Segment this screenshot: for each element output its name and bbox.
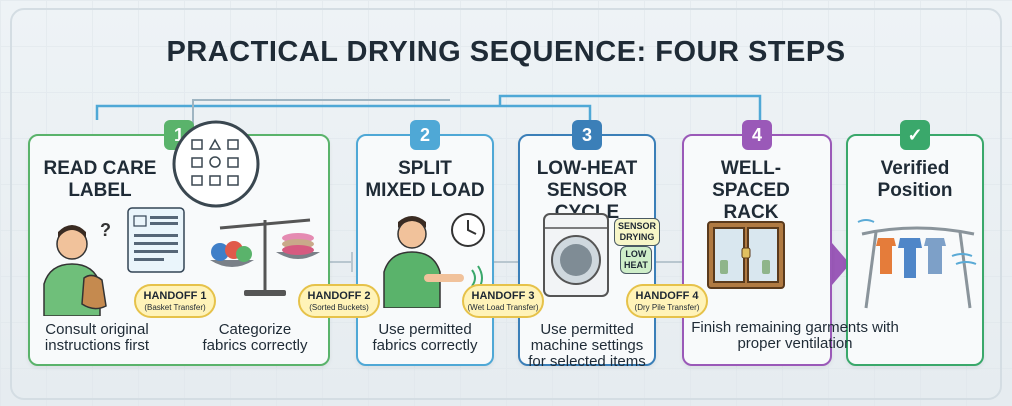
step-card-2: 2 SPLIT MIXED LOAD Use permitted fabrics… bbox=[356, 120, 494, 366]
wooden-cabinet-icon bbox=[707, 221, 785, 289]
handoff-3-label: HANDOFF 3 bbox=[471, 290, 535, 302]
step-desc-3-line2: machine settings bbox=[530, 337, 644, 354]
person-reading-label-icon: ? bbox=[43, 220, 111, 316]
step-heading-3-line1: LOW-HEAT bbox=[536, 158, 638, 179]
diagram-title: PRACTICAL DRYING SEQUENCE: FOUR STEPS bbox=[166, 36, 846, 68]
low-heat-chip-line2: HEAT bbox=[624, 260, 648, 270]
step-desc-4-line1: Finish remaining garments with bbox=[691, 319, 899, 336]
categorize-desc-line2: fabrics correctly bbox=[202, 337, 308, 354]
handoff-badge-1: HANDOFF 1 (Basket Transfer) bbox=[134, 284, 216, 318]
person-with-clock-icon bbox=[383, 213, 485, 308]
background-frame bbox=[10, 8, 1002, 400]
step-card-verified: ✓ Verified Position bbox=[846, 120, 984, 366]
handoff-3-sub: (Wet Load Transfer) bbox=[467, 303, 539, 312]
low-heat-chip-line1: LOW bbox=[625, 249, 647, 259]
handoff-badge-4: HANDOFF 4 (Dry Pile Transfer) bbox=[626, 284, 708, 318]
care-tag-icon bbox=[127, 207, 185, 273]
step-heading-1-line2: LABEL bbox=[68, 180, 132, 201]
handoff-2-label: HANDOFF 2 bbox=[307, 290, 371, 302]
step-heading-verified: Verified Position bbox=[848, 158, 982, 202]
step-card-4: 4 WELL-SPACED RACK bbox=[682, 120, 832, 366]
categorize-desc-line1: Categorize bbox=[218, 321, 292, 338]
step-desc-4-line2: proper ventilation bbox=[737, 335, 853, 352]
step-desc-2: Use permitted fabrics correctly bbox=[358, 322, 492, 354]
step-desc-3-line1: Use permitted bbox=[540, 321, 634, 338]
step-desc-1-line1: Consult original bbox=[45, 321, 149, 338]
step-desc-2-line1: Use permitted bbox=[378, 321, 472, 338]
handoff-4-sub: (Dry Pile Transfer) bbox=[634, 303, 700, 312]
handoff-badge-2: HANDOFF 2 (Sorted Buckets) bbox=[298, 284, 380, 318]
step-heading-2: SPLIT MIXED LOAD bbox=[358, 158, 492, 202]
step-heading-verified-line2: Position bbox=[877, 180, 953, 201]
step-heading-verified-line1: Verified bbox=[880, 158, 950, 179]
step-desc-1: Consult original instructions first bbox=[22, 322, 172, 354]
step-heading-4-line1: WELL-SPACED bbox=[712, 158, 790, 201]
verified-check-icon: ✓ bbox=[900, 120, 930, 150]
step-heading-2-line1: SPLIT bbox=[398, 158, 452, 179]
svg-text:?: ? bbox=[100, 220, 111, 240]
step-heading-1: READ CARE LABEL bbox=[30, 158, 170, 202]
step-number-2: 2 bbox=[410, 120, 440, 150]
handoff-1-sub: (Basket Transfer) bbox=[144, 303, 206, 312]
step-card-3: 3 LOW-HEAT SENSOR CYCLE Use permitted ma… bbox=[518, 120, 661, 370]
step-heading-4-line2: RACK bbox=[723, 202, 779, 223]
step-desc-3: Use permitted machine settings for selec… bbox=[520, 322, 654, 370]
step-desc-2-line2: fabrics correctly bbox=[372, 337, 478, 354]
categorize-desc: Categorize fabrics correctly bbox=[180, 322, 330, 354]
low-heat-chip: LOW HEAT bbox=[620, 246, 652, 274]
step-number-4: 4 bbox=[742, 120, 772, 150]
sensor-drying-chip-line2: DRYING bbox=[619, 232, 655, 242]
step-desc-3-line3: for selected items bbox=[528, 353, 646, 370]
sensor-drying-chip: SENSOR DRYING bbox=[614, 218, 661, 246]
step-heading-2-line2: MIXED LOAD bbox=[365, 180, 485, 201]
step-desc-4: Finish remaining garments with proper ve… bbox=[690, 320, 900, 352]
dryer-machine-icon bbox=[543, 213, 609, 297]
step-desc-1-line2: instructions first bbox=[44, 337, 150, 354]
magnified-care-symbols-icon bbox=[172, 120, 260, 208]
step-heading-1-line1: READ CARE bbox=[43, 158, 157, 179]
handoff-4-label: HANDOFF 4 bbox=[635, 290, 699, 302]
drying-rack-icon bbox=[857, 219, 977, 309]
handoff-1-label: HANDOFF 1 bbox=[143, 290, 207, 302]
step-number-3: 3 bbox=[572, 120, 602, 150]
sensor-drying-chip-line1: SENSOR bbox=[618, 221, 657, 231]
handoff-badge-3: HANDOFF 3 (Wet Load Transfer) bbox=[462, 284, 544, 318]
step-card-1: 1 READ CARE LABEL Consult original instr… bbox=[28, 120, 330, 366]
step-heading-4: WELL-SPACED RACK bbox=[684, 158, 818, 224]
handoff-2-sub: (Sorted Buckets) bbox=[309, 303, 369, 312]
balance-scale-icon bbox=[210, 218, 320, 296]
